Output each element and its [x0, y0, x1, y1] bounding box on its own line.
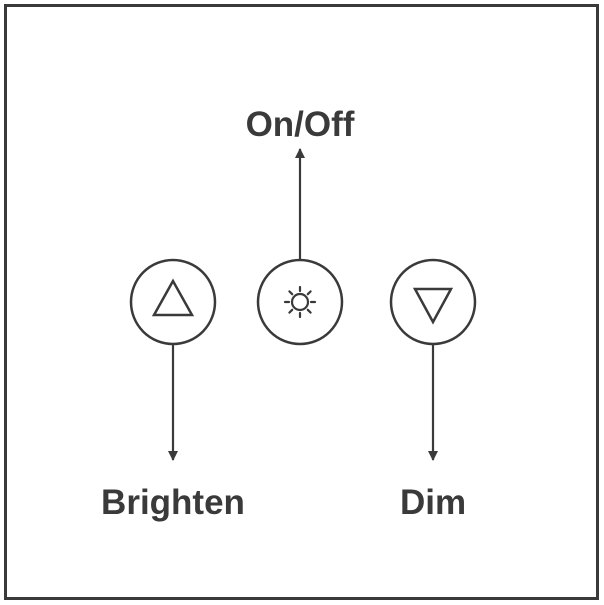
- on-off-label: On/Off: [246, 105, 355, 144]
- triangle-up-icon: [151, 278, 195, 317]
- power-button-ring[interactable]: [256, 258, 344, 346]
- dim-label: Dim: [400, 483, 466, 522]
- brighten-button-ring[interactable]: [129, 258, 217, 346]
- dim-button[interactable]: [389, 258, 477, 346]
- dim-button-ring[interactable]: [389, 258, 477, 346]
- triangle-down-icon: [412, 287, 454, 325]
- sun-icon: [283, 285, 317, 319]
- brighten-label: Brighten: [101, 483, 245, 522]
- brighten-button[interactable]: [129, 258, 217, 346]
- power-button[interactable]: [256, 258, 344, 346]
